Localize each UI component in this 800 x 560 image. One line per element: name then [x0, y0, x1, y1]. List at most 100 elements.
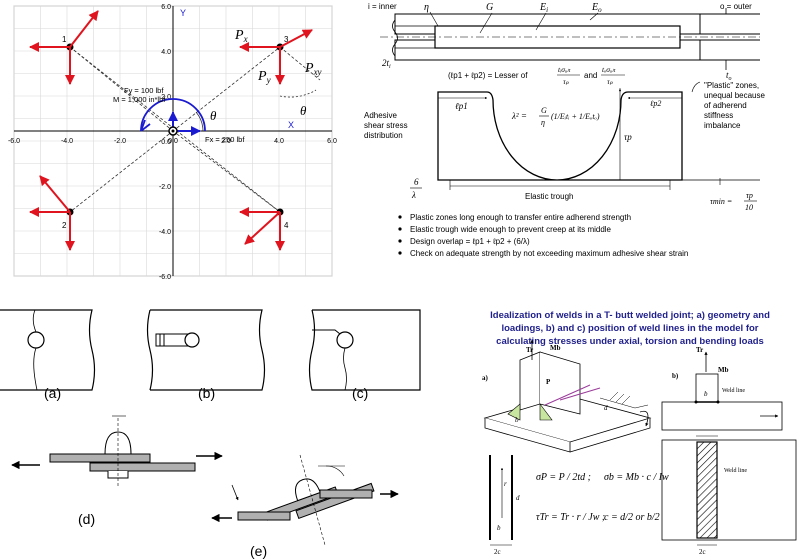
ei-label: Ei: [539, 2, 548, 14]
taumin-label: τmin =: [710, 197, 732, 206]
lambda-eq-label: λ² =: [511, 111, 527, 121]
y-axis-label: Y: [180, 8, 186, 18]
shear-lines-line: distribution: [364, 131, 403, 140]
y-tick-label: 2.0: [161, 94, 171, 101]
mb-label-a: Mb: [550, 344, 561, 352]
x-tick-label: -4.0: [61, 138, 73, 145]
frac1-denominator: τₚ: [563, 77, 570, 86]
y-tick-label: 4.0: [161, 49, 171, 56]
bullet-text: Plastic zones long enough to transfer en…: [410, 213, 631, 222]
label-e: (e): [250, 543, 267, 559]
y-tick-labels: 6.04.02.00.0-2.0-4.0-6.0: [159, 4, 171, 281]
bolt-label-3: 3: [284, 35, 289, 44]
eq-sigma-b: σb = Mb · c / Iw: [604, 472, 669, 483]
lp1-label: ℓp1: [455, 101, 468, 111]
centroid-dot: [171, 129, 175, 133]
bullet-text: Elastic trough wide enough to prevent cr…: [410, 225, 612, 234]
lambda-label: λ: [411, 190, 416, 200]
px-label: Px: [234, 28, 248, 44]
b-label-a: b: [515, 416, 519, 424]
eq-tau: τTr = Tr · r / Jw ;: [536, 512, 605, 523]
weld-panel: Idealization of welds in a T- butt welde…: [482, 310, 797, 556]
plastic-leader: [691, 81, 701, 93]
to-label: to: [726, 70, 732, 82]
label-d: (d): [78, 511, 95, 527]
bolt-label-4: 4: [284, 221, 289, 230]
ei-leader: [535, 12, 547, 31]
fy-label: Fy = 100 lbf: [124, 86, 164, 95]
theta-label-right: θ: [300, 103, 307, 118]
weld-line-sketch: r d b 2c: [489, 455, 520, 556]
theta-label-center: θ: [210, 108, 217, 123]
x-axis-label: X: [288, 120, 294, 130]
y-tick-label: -2.0: [159, 184, 171, 191]
label-c: (c): [352, 385, 368, 401]
x-tick-label: 0.0: [168, 138, 178, 145]
force-arrows: [29, 10, 313, 251]
stress-curve: [437, 91, 683, 181]
py-label: Py: [257, 69, 271, 85]
eo-leader: [589, 12, 599, 21]
moment-arc: [140, 98, 206, 132]
ti-label: 2ti: [382, 58, 391, 70]
plastic-lines-line: "Plastic" zones,: [704, 81, 759, 90]
adhesive-joint-panel: i = inner o = outer η G Ei Eo 2ti to (ℓp…: [364, 2, 765, 258]
eq-c: c = d/2 or b/2: [604, 512, 660, 523]
joint-b: (b): [146, 309, 266, 401]
p-label-a: P: [546, 378, 551, 386]
two-c-label-c: 2c: [699, 548, 706, 556]
joint-e: (e): [211, 454, 399, 559]
plastic-lines-line: stiffness: [704, 111, 733, 120]
shear-lines-line: Adhesive: [364, 111, 397, 120]
joint-c: (c): [308, 309, 421, 401]
fx-label: Fx = 250 lbf: [205, 135, 245, 144]
lambda-bracket: (1/Eᵢtᵢ + 1/Eₒtₒ): [551, 112, 600, 121]
plastic-lines-line: of adherend: [704, 101, 747, 110]
b-label-sketch: b: [497, 524, 501, 532]
x-tick-label: -6.0: [8, 138, 20, 145]
b-label-b: b: [704, 390, 708, 398]
d-label-a: d: [604, 404, 608, 412]
y-tick-label: 6.0: [161, 4, 171, 11]
plastic-lines-line: imbalance: [704, 121, 741, 130]
d-label-sketch: d: [516, 494, 520, 502]
bullet-dot: [398, 215, 402, 219]
x-tick-label: -2.0: [114, 138, 126, 145]
break-left: [392, 19, 398, 57]
tr-label-b: Tr: [696, 346, 703, 354]
eo-label: Eo: [591, 2, 602, 14]
eta-label: η: [424, 2, 429, 13]
r-label: r: [504, 480, 507, 488]
weld-title: Idealization of welds in a T- butt welde…: [490, 310, 770, 347]
weld-title-line: loadings, b) and c) position of weld lin…: [501, 323, 758, 334]
joint-a: (a): [0, 309, 96, 401]
bolt-label-2: 2: [62, 221, 67, 230]
lambda-g: G: [541, 106, 547, 115]
taumin-denominator: 10: [745, 203, 753, 212]
weld-title-line: Idealization of welds in a T- butt welde…: [490, 310, 770, 321]
design-bullets: Plastic zones long enough to transfer en…: [398, 213, 688, 258]
x-tick-label: 6.0: [327, 138, 337, 145]
elastic-trough-label: Elastic trough: [525, 192, 573, 201]
taup-label: τp: [624, 132, 632, 142]
frac2-numerator: tₒσᵤₗₜ: [602, 65, 616, 74]
two-c-label-sketch: 2c: [494, 548, 501, 556]
g-leader: [479, 12, 493, 34]
radial-lines: [69, 46, 321, 213]
moment-label: M = 1,000 in*lbf: [113, 95, 166, 104]
pxy-label: Pxy: [304, 61, 322, 77]
eta-leader: [429, 11, 439, 27]
x-tick-label: 2.0: [221, 138, 231, 145]
bullet-text: Check on adequate strength by not exceed…: [410, 249, 688, 258]
weld-view-c: c) Weld line 2c: [661, 439, 797, 556]
bullet-dot: [398, 239, 402, 243]
bolt-label-1: 1: [62, 35, 67, 44]
y-tick-label: -4.0: [159, 229, 171, 236]
y-tick-label: -6.0: [159, 274, 171, 281]
